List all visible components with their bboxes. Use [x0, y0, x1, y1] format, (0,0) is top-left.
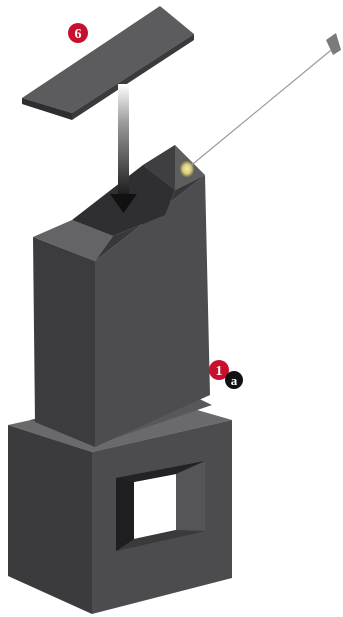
cover-plate-top [22, 6, 194, 113]
cover-plate [22, 6, 194, 120]
callout-label-1: 1 [216, 364, 223, 379]
probe-needle-icon [180, 33, 341, 177]
base-window-left-inner [116, 478, 134, 551]
callout-label-6: 6 [75, 27, 82, 42]
base-window-inner [134, 474, 176, 539]
callout-badge-a: a [225, 371, 243, 389]
column-left-face [33, 237, 95, 447]
callout-badge-6: 6 [68, 23, 88, 43]
callout-label-a: a [231, 373, 238, 388]
probe-tip-glow [180, 161, 194, 177]
base-box-left-face [8, 425, 92, 614]
